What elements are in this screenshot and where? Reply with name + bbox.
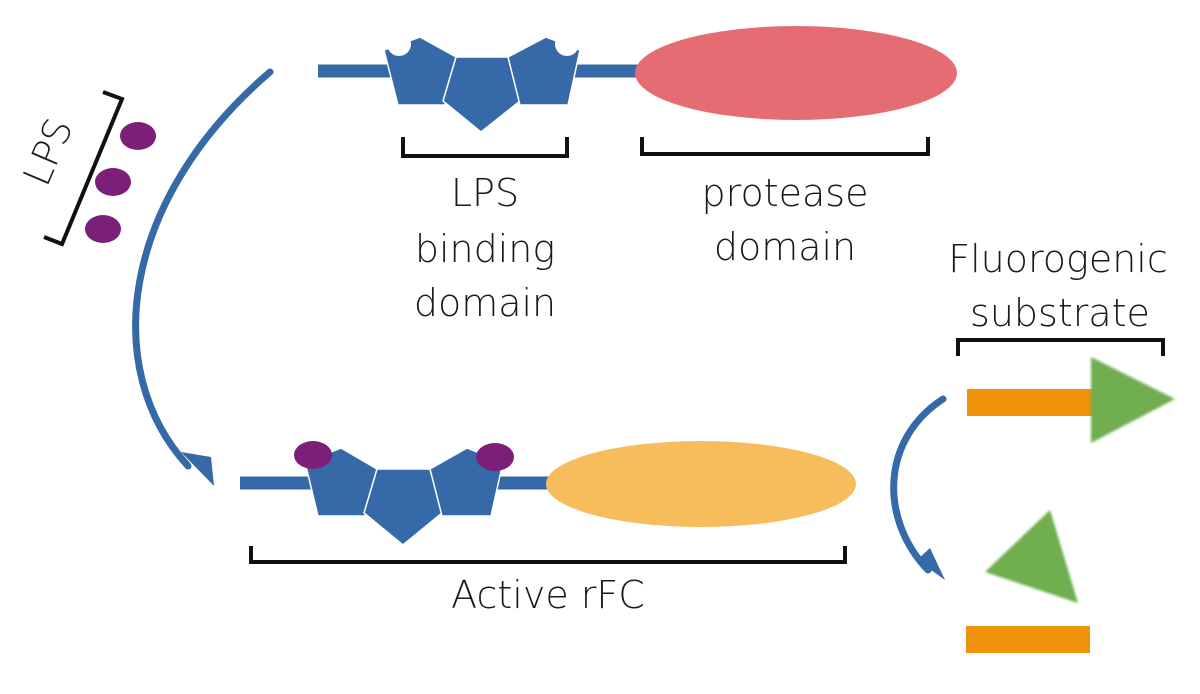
activation-arrow xyxy=(132,68,274,470)
protease-domain-bracket xyxy=(640,137,930,156)
protease-domain-inactive xyxy=(635,26,957,120)
fluorophore-released xyxy=(985,510,1078,603)
fluorogenic-label-line2: substrate xyxy=(970,291,1150,335)
lps-molecule xyxy=(95,168,131,196)
fluorophore-attached xyxy=(1091,357,1175,443)
fluorogenic-substrate-bracket xyxy=(956,338,1165,356)
activation-arrow-head xyxy=(181,452,214,486)
active-rfc-label: Active rFC xyxy=(451,573,645,617)
cleavage-arrow xyxy=(890,395,947,574)
fluorogenic-label-line1: Fluorogenic xyxy=(948,237,1168,281)
lps-molecule xyxy=(85,215,121,243)
protease-domain-active xyxy=(546,441,856,527)
lps-label: LPS xyxy=(14,112,81,192)
lps-binding-pocket-left xyxy=(387,32,411,56)
active-binding-subunit-center xyxy=(363,468,443,546)
cleaved-peptide xyxy=(966,626,1090,653)
binding-domain-label-line1: LPS xyxy=(451,171,519,215)
active-rfc-bracket xyxy=(249,546,847,564)
lps-binding-pocket-right xyxy=(555,32,579,56)
bound-lps-molecule xyxy=(294,441,332,469)
binding-domain-label-line2: binding xyxy=(415,227,555,271)
inactive-rfc xyxy=(318,26,957,133)
protease-domain-label-line2: domain xyxy=(714,225,856,269)
bound-lps-molecule xyxy=(476,443,514,471)
active-rfc xyxy=(240,441,856,546)
binding-domain-bracket xyxy=(401,137,569,158)
inactive-binding-subunit-center xyxy=(442,56,521,133)
lps-molecule xyxy=(120,122,156,150)
protease-domain-label-line1: protease xyxy=(702,171,869,215)
lps-bracket xyxy=(43,90,125,247)
substrate-peptide xyxy=(967,389,1095,416)
binding-domain-label-line3: domain xyxy=(414,281,556,325)
cleavage-arrow-head xyxy=(917,548,945,580)
